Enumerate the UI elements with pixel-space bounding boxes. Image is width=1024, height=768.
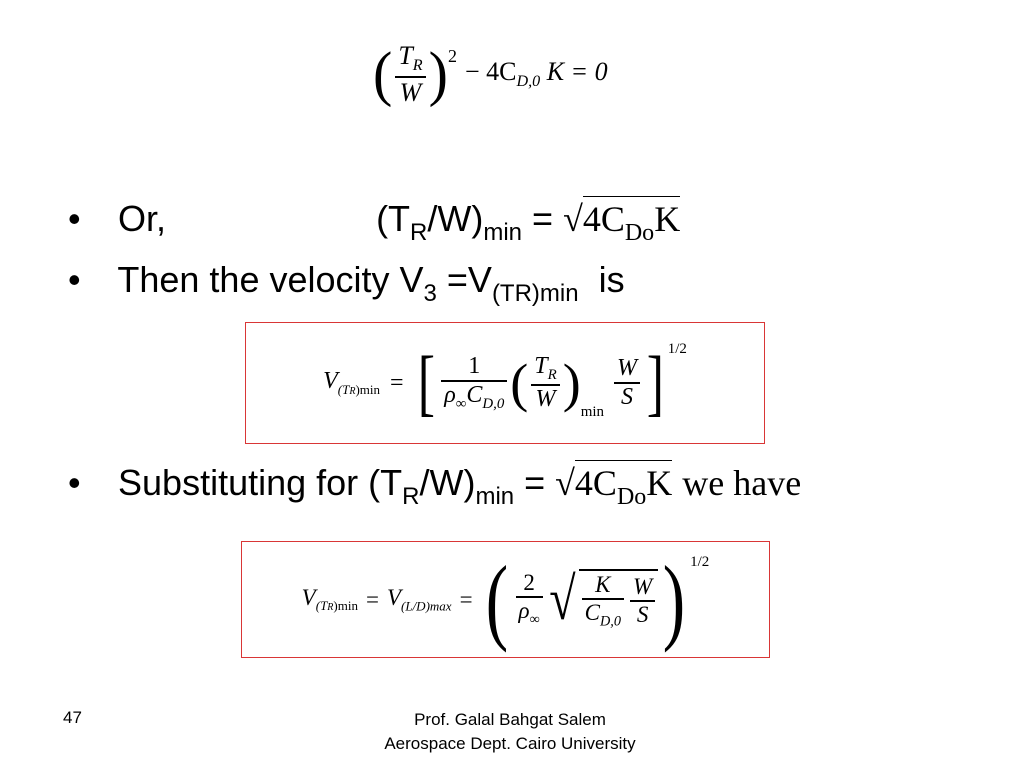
radical-sign: √ [549, 566, 576, 633]
top-equation: ( TR W ) 2 − 4CD,0 K = 0 [373, 39, 608, 108]
bullet-velocity: • Then the velocity V3 =V(TR)min is [68, 262, 625, 306]
exponent-half: 1/2 [667, 341, 687, 357]
open-paren: ( [510, 353, 529, 413]
velocity-ld-max-equation: V(TR)min = V(L/D)max = ( 2 ρ∞ √ K CD,0 W… [241, 541, 770, 658]
sqrt-expression: √4CDoK [563, 196, 681, 245]
bullet-or: • Or, (TR/W)min = √4CDoK [68, 196, 681, 246]
lhs: V(TR)min [323, 368, 381, 397]
v-ld-max: V(L/D)max [386, 584, 452, 614]
author-name: Prof. Galal Bahgat Salem [414, 710, 606, 729]
close-paren: ) [662, 545, 686, 653]
we-have-text: we have [682, 463, 802, 503]
footer-credit: Prof. Galal Bahgat Salem Aerospace Dept.… [360, 708, 660, 756]
w-over-s-fraction: W S [614, 355, 641, 410]
k-over-cd0-fraction: K CD,0 [581, 572, 624, 630]
tr-w-min-expression: (TR/W)min = [376, 198, 564, 246]
exponent: 2 [447, 46, 457, 66]
bullet-text: Then the velocity V3 =V(TR)min is [117, 259, 625, 307]
open-bracket: [ [417, 342, 435, 424]
velocity-min-thrust-equation: V(TR)min = [ 1 ρ∞CD,0 ( TR W ) min W S ]… [245, 322, 765, 444]
open-paren: ( [485, 545, 508, 653]
exponent-half: 1/2 [690, 554, 710, 570]
close-paren: ) [428, 39, 448, 108]
bullet-marker: • [68, 259, 81, 300]
equals-sign: = [459, 586, 473, 612]
sqrt-expression: √4CDoK [555, 460, 673, 509]
bullet-marker: • [68, 198, 81, 239]
page-number: 47 [63, 708, 82, 727]
lhs: V(TR)min [301, 584, 358, 614]
min-subscript: min [580, 404, 605, 420]
bullet-marker: • [68, 462, 81, 503]
bullet-lead: Or, [118, 198, 167, 239]
w-over-s-fraction: W S [630, 575, 656, 627]
sqrt-k-over-cd0: √ K CD,0 W S [546, 566, 659, 633]
equation-remainder: − 4CD,0 K = 0 [464, 57, 608, 91]
close-bracket: ] [646, 342, 665, 424]
inverse-rho-cd0-fraction: 1 ρ∞CD,0 [441, 353, 508, 413]
open-paren: ( [373, 39, 393, 108]
tr-over-w-fraction: TR W [395, 42, 426, 106]
equals-sign: = [365, 586, 379, 612]
close-paren: ) [562, 353, 581, 413]
tr-over-w-fraction: TR W [531, 353, 560, 413]
bullet-text: Substituting for (TR/W)min = [118, 462, 556, 510]
two-over-rho-fraction: 2 ρ∞ [515, 570, 543, 628]
bullet-substituting: • Substituting for (TR/W)min = √4CDoK we… [68, 460, 801, 509]
affiliation: Aerospace Dept. Cairo University [384, 734, 636, 753]
equals-sign: = [390, 369, 404, 396]
